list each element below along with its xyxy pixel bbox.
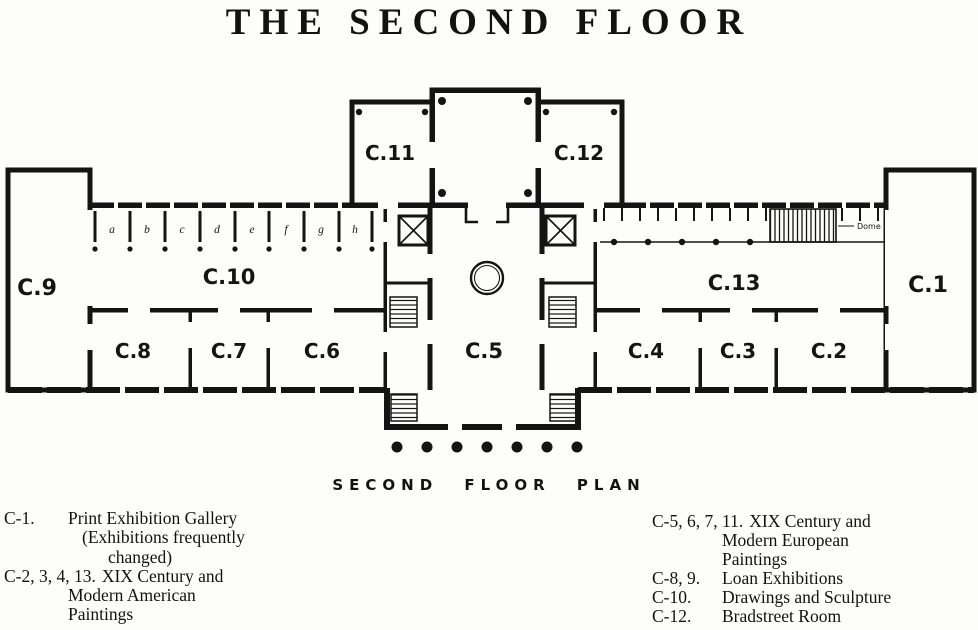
gallery-column-dots xyxy=(610,238,754,246)
alcove-letter-e: e xyxy=(249,224,254,236)
legend-text: Paintings xyxy=(722,548,788,569)
legend-entry-c5-6-7-11: C-5, 6, 7, 11.XIX Century and Modern Eur… xyxy=(652,512,978,569)
alcove-letter-h: h xyxy=(352,224,358,236)
legend-code: C-12. xyxy=(652,605,692,626)
alcove-letter-f: f xyxy=(284,224,289,236)
alcove-letter-d: d xyxy=(214,224,220,236)
legend-left-column: C-1. Print Exhibition Gallery (Exhibition… xyxy=(4,508,344,625)
legend-text: (Exhibitions frequently xyxy=(82,527,245,548)
legend-code: C-1. xyxy=(4,508,35,528)
pier-dots xyxy=(355,97,618,197)
room-label-c9: C.9 xyxy=(17,276,57,301)
legend-text: Bradstreet Room xyxy=(722,605,842,626)
alcove-column-dots xyxy=(92,246,375,252)
dome-annotation: Dome xyxy=(857,222,881,231)
alcove-letter-g: g xyxy=(318,224,324,236)
room-label-c1: C.1 xyxy=(908,273,948,298)
legend-entry-c1: C-1. Print Exhibition Gallery (Exhibition… xyxy=(4,508,344,567)
walls xyxy=(5,87,977,430)
room-label-c13: C.13 xyxy=(708,271,761,295)
legend-entry-c10: C-10. Drawings and Sculpture xyxy=(652,586,978,607)
legend-code: C-2, 3, 4, 13. xyxy=(4,565,96,586)
elevator-left-icon xyxy=(397,214,430,247)
right-gallery-detail: Dome xyxy=(600,208,884,246)
portico-column-dots xyxy=(391,441,583,453)
room-label-c12: C.12 xyxy=(554,141,604,165)
legend-right-column: C-5, 6, 7, 11.XIX Century and Modern Eur… xyxy=(652,512,978,625)
legend-code: C-5, 6, 7, 11. xyxy=(652,511,744,531)
room-label-c3: C.3 xyxy=(720,339,756,363)
legend-text: Drawings and Sculpture xyxy=(722,586,892,607)
plan-caption: SECOND FLOOR PLAN xyxy=(332,476,646,494)
legend-text: Modern European xyxy=(722,529,849,550)
legend-text: Print Exhibition Gallery xyxy=(68,508,238,528)
floor-plan: a b c d e f g h xyxy=(5,87,977,453)
elevator-right-icon xyxy=(544,214,577,247)
legend-code: C-10. xyxy=(652,586,692,607)
door-openings xyxy=(87,142,891,432)
legend-text: XIX Century and xyxy=(101,565,224,586)
room-label-c6: C.6 xyxy=(304,339,340,363)
room-label-c11: C.11 xyxy=(365,141,415,165)
alcove-letter-c: c xyxy=(179,224,184,236)
legend-entry-c2-3-4-13: C-2, 3, 4, 13.XIX Century and Modern Ame… xyxy=(4,565,344,625)
legend-text: Loan Exhibitions xyxy=(722,567,844,588)
room-label-c8: C.8 xyxy=(115,339,151,363)
legend-code: C-8, 9. xyxy=(652,567,701,588)
legend-text: XIX Century and xyxy=(749,511,871,531)
alcove-band: a b c d e f g h xyxy=(92,211,375,252)
skylight-hatch xyxy=(769,208,837,243)
legend-entry-c12: C-12. Bradstreet Room xyxy=(652,605,978,626)
page-title: THE SECOND FLOOR xyxy=(225,2,753,43)
legend-entry-c8-9: C-8, 9. Loan Exhibitions xyxy=(652,567,978,588)
window-ticks xyxy=(603,208,879,221)
alcove-letter-b: b xyxy=(144,224,150,236)
legend-text: Paintings xyxy=(68,604,134,625)
stairs-icons xyxy=(389,296,577,422)
room-label-c5: C.5 xyxy=(465,339,503,363)
legend-text: Modern American xyxy=(68,585,196,606)
legend-text: changed) xyxy=(108,546,173,567)
rotunda-dome xyxy=(469,260,505,296)
alcove-letter-a: a xyxy=(109,224,115,236)
room-label-c4: C.4 xyxy=(628,339,664,363)
room-label-c10: C.10 xyxy=(203,265,256,289)
room-label-c2: C.2 xyxy=(811,339,847,363)
room-label-c7: C.7 xyxy=(211,339,247,363)
